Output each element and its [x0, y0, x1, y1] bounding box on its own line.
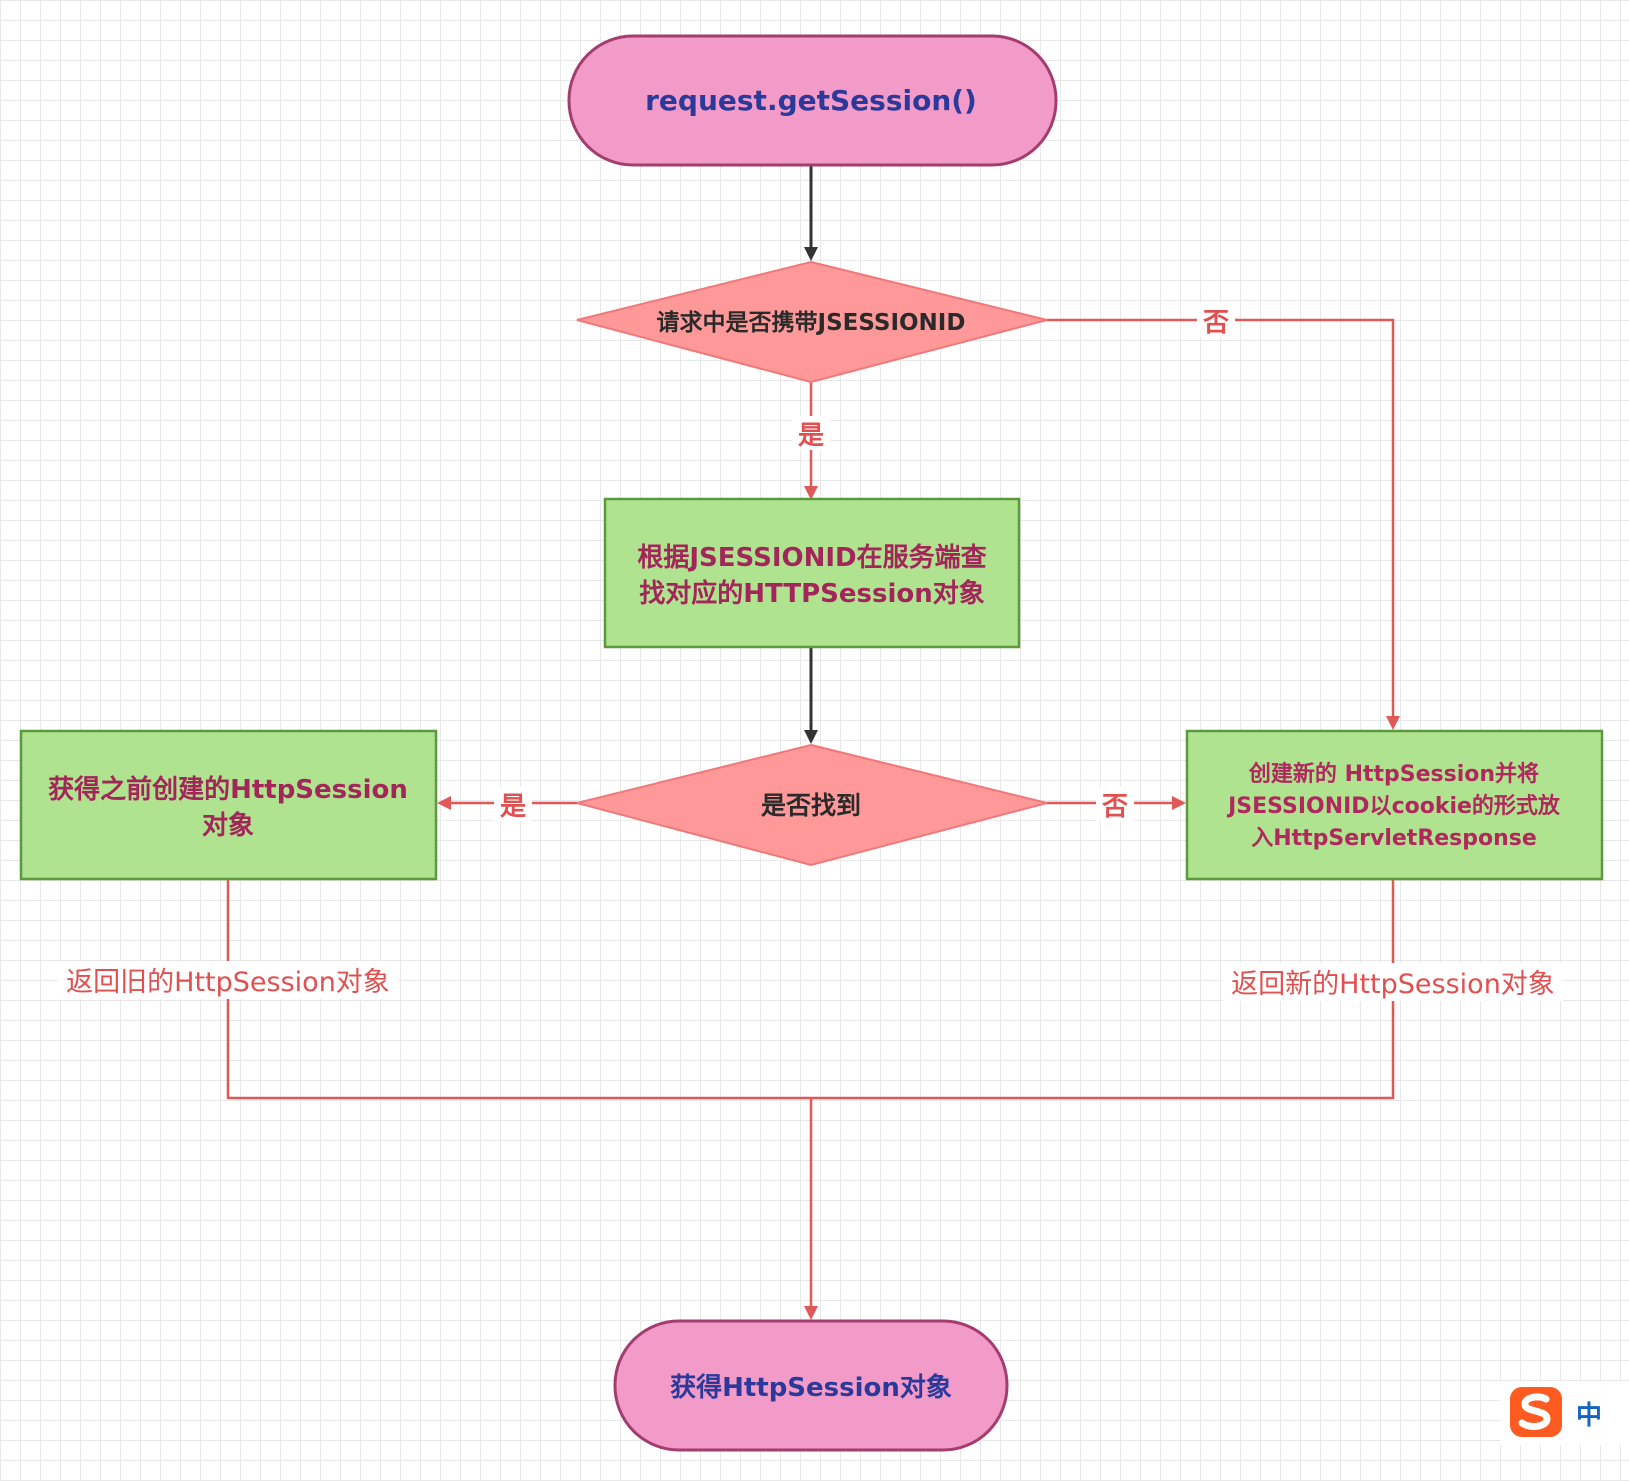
svg-text:是: 是 — [798, 421, 824, 451]
edge-label-return-old: 返回旧的HttpSession对象 — [58, 961, 398, 999]
edge-return-new — [811, 879, 1395, 1100]
end-terminal: 获得HttpSession对象 — [613, 1319, 1009, 1452]
svg-text:找对应的HTTPSession对象: 找对应的HTTPSession对象 — [639, 578, 984, 609]
edge-label-found-no: 否 — [1096, 787, 1134, 822]
svg-text:对象: 对象 — [202, 810, 254, 841]
process-get-old-session: 获得之前创建的HttpSession 对象 — [19, 729, 438, 881]
svg-text:获得HttpSession对象: 获得HttpSession对象 — [670, 1372, 952, 1403]
svg-text:获得之前创建的HttpSession: 获得之前创建的HttpSession — [48, 774, 408, 805]
edge-label-return-new: 返回新的HttpSession对象 — [1223, 963, 1563, 1001]
svg-text:request.getSession(): request.getSession() — [645, 84, 977, 117]
decision-found: 是否找到 — [576, 743, 1048, 867]
svg-text:入HttpServletResponse: 入HttpServletResponse — [1251, 826, 1537, 851]
svg-text:否: 否 — [1102, 792, 1128, 822]
svg-text:是: 是 — [500, 792, 526, 822]
decision-has-jsessionid: 请求中是否携带JSESSIONID — [576, 260, 1048, 384]
edge-label-has-id-yes: 是 — [792, 416, 830, 451]
sogou-ime-icon[interactable] — [1508, 1385, 1564, 1439]
process-create-session: 创建新的 HttpSession并将 JSESSIONID以cookie的形式放… — [1185, 729, 1604, 881]
svg-text:请求中是否携带JSESSIONID: 请求中是否携带JSESSIONID — [657, 309, 966, 336]
ime-mode-label[interactable]: 中 — [1576, 1401, 1603, 1431]
edge-label-found-yes: 是 — [494, 787, 532, 822]
svg-text:创建新的 HttpSession并将: 创建新的 HttpSession并将 — [1248, 761, 1539, 787]
ime-tray[interactable]: 中 — [1500, 1381, 1629, 1445]
start-terminal: request.getSession() — [567, 34, 1058, 167]
edge-label-has-id-no: 否 — [1197, 303, 1235, 338]
svg-text:返回旧的HttpSession对象: 返回旧的HttpSession对象 — [66, 967, 390, 998]
svg-text:是否找到: 是否找到 — [761, 791, 861, 820]
edge-has-id-no — [1047, 318, 1400, 730]
svg-text:返回新的HttpSession对象: 返回新的HttpSession对象 — [1231, 969, 1555, 1000]
svg-text:根据JSESSIONID在服务端查: 根据JSESSIONID在服务端查 — [637, 543, 986, 573]
svg-text:否: 否 — [1203, 308, 1229, 338]
edge-return-old — [226, 879, 811, 1100]
svg-text:JSESSIONID以cookie的形式放: JSESSIONID以cookie的形式放 — [1226, 793, 1561, 819]
process-lookup-session: 根据JSESSIONID在服务端查 找对应的HTTPSession对象 — [603, 497, 1021, 649]
